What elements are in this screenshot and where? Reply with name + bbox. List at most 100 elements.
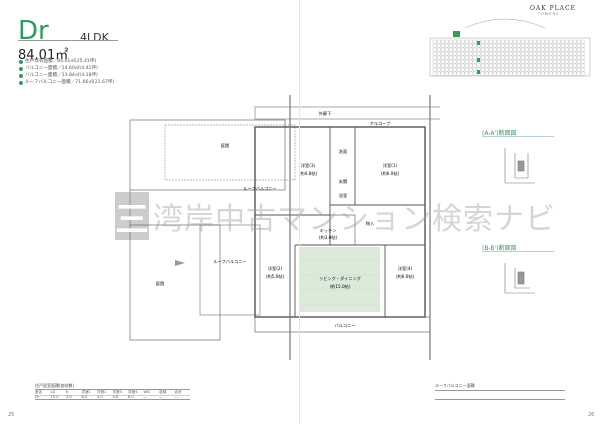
key-plan-cell [492, 63, 497, 68]
key-plan-cell [532, 63, 537, 68]
key-plan-cell [468, 63, 473, 68]
key-plan-cell [568, 59, 573, 64]
key-plan-cell [460, 47, 465, 52]
key-plan-cell [520, 39, 525, 44]
key-plan-cell [520, 43, 525, 48]
key-plan-cell [512, 55, 517, 60]
key-plan-cell [528, 63, 533, 68]
key-plan-cell [516, 55, 521, 60]
key-plan-cell [436, 51, 441, 56]
layout-type: 4LDK [80, 31, 109, 44]
key-plan-cell [520, 71, 525, 76]
key-plan-cell [432, 67, 437, 72]
key-plan-cell [444, 51, 449, 56]
bullet-icon [19, 80, 23, 85]
key-plan-cell [528, 43, 533, 48]
key-plan-cell [468, 59, 473, 64]
key-plan-cell [448, 47, 453, 52]
key-plan-cell [524, 55, 529, 60]
key-plan-cell [532, 43, 537, 48]
key-plan-cell [504, 39, 509, 44]
key-plan-cell [572, 67, 577, 72]
key-plan-cell [436, 67, 441, 72]
key-plan-cell [580, 59, 585, 64]
key-plan-cell [488, 39, 493, 44]
label-roof-balcony-left: ルーフバルコニー [213, 259, 246, 264]
table-header: 合計 [174, 390, 182, 394]
key-plan-cell [464, 39, 469, 44]
key-plan-cell [480, 67, 485, 72]
key-plan-cell [580, 47, 585, 52]
key-plan-cell [512, 51, 517, 56]
key-plan-cell [492, 67, 497, 72]
key-plan-cell [532, 67, 537, 72]
table-header: 洋室3 [112, 390, 122, 394]
section-title-aa: (A-A')断面図 [482, 130, 517, 137]
key-plan-cell [544, 39, 549, 44]
table-cell: 6.0 [81, 395, 88, 399]
key-plan-cell [432, 63, 437, 68]
key-plan-cell [560, 63, 565, 68]
key-plan-cell [456, 51, 461, 56]
key-plan-cell [572, 63, 577, 68]
key-plan-cell [512, 47, 517, 52]
key-plan-cell [528, 67, 533, 72]
key-plan-cell [460, 55, 465, 60]
key-plan-cell [452, 67, 457, 72]
key-plan-cell [544, 51, 549, 56]
key-plan-cell [500, 47, 505, 52]
key-plan-cell [528, 71, 533, 76]
key-plan-cell [456, 71, 461, 76]
key-plan-cell [568, 67, 573, 72]
key-plan-cell [536, 63, 541, 68]
key-plan-cell [524, 51, 529, 56]
key-plan-cell [516, 43, 521, 48]
key-plan-cell [500, 63, 505, 68]
key-plan-cell [480, 51, 485, 56]
key-plan-cell [540, 55, 545, 60]
key-plan-cell [440, 59, 445, 64]
key-plan-cell [448, 39, 453, 44]
key-plan-cell [492, 59, 497, 64]
key-plan-cell [460, 43, 465, 48]
key-plan-cell [532, 59, 537, 64]
key-plan-cell [520, 51, 525, 56]
current-unit-marker [453, 31, 460, 37]
key-plan-cell [472, 47, 477, 52]
table-header: 洋室2 [97, 390, 107, 394]
key-plan-cell [528, 55, 533, 60]
key-plan-cell [520, 55, 525, 60]
key-plan-cell [568, 63, 573, 68]
key-plan-cell [496, 47, 501, 52]
key-plan-cell [516, 47, 521, 52]
key-plan-cell [432, 51, 437, 56]
page-gutter [299, 0, 300, 424]
key-plan-cell [448, 67, 453, 72]
key-plan-cell [480, 59, 485, 64]
key-plan-cell [492, 51, 497, 56]
table-cell: Dr [35, 395, 40, 399]
bullet-icon [19, 59, 23, 64]
key-plan-cell [460, 39, 465, 44]
brand-sub: TOWERS [538, 12, 560, 16]
key-plan-cell [560, 39, 565, 44]
key-plan-cell [560, 71, 565, 76]
key-plan-cell [548, 47, 553, 52]
key-plan-cell [572, 71, 577, 76]
key-plan-cell [564, 55, 569, 60]
key-plan-cell [464, 51, 469, 56]
key-plan-cell [548, 67, 553, 72]
key-plan-cell [476, 63, 481, 68]
key-plan-diagram [429, 18, 591, 77]
key-plan-cell [556, 39, 561, 44]
key-plan-cell [432, 71, 437, 76]
key-plan-cell [468, 39, 473, 44]
key-plan-cell [544, 59, 549, 64]
key-plan-cell [440, 55, 445, 60]
table-header: WIC [143, 390, 151, 394]
key-plan-cell [440, 43, 445, 48]
key-plan-cell [504, 51, 509, 56]
key-plan-cell [564, 43, 569, 48]
key-plan-cell [532, 55, 537, 60]
key-plan-cell [516, 67, 521, 72]
